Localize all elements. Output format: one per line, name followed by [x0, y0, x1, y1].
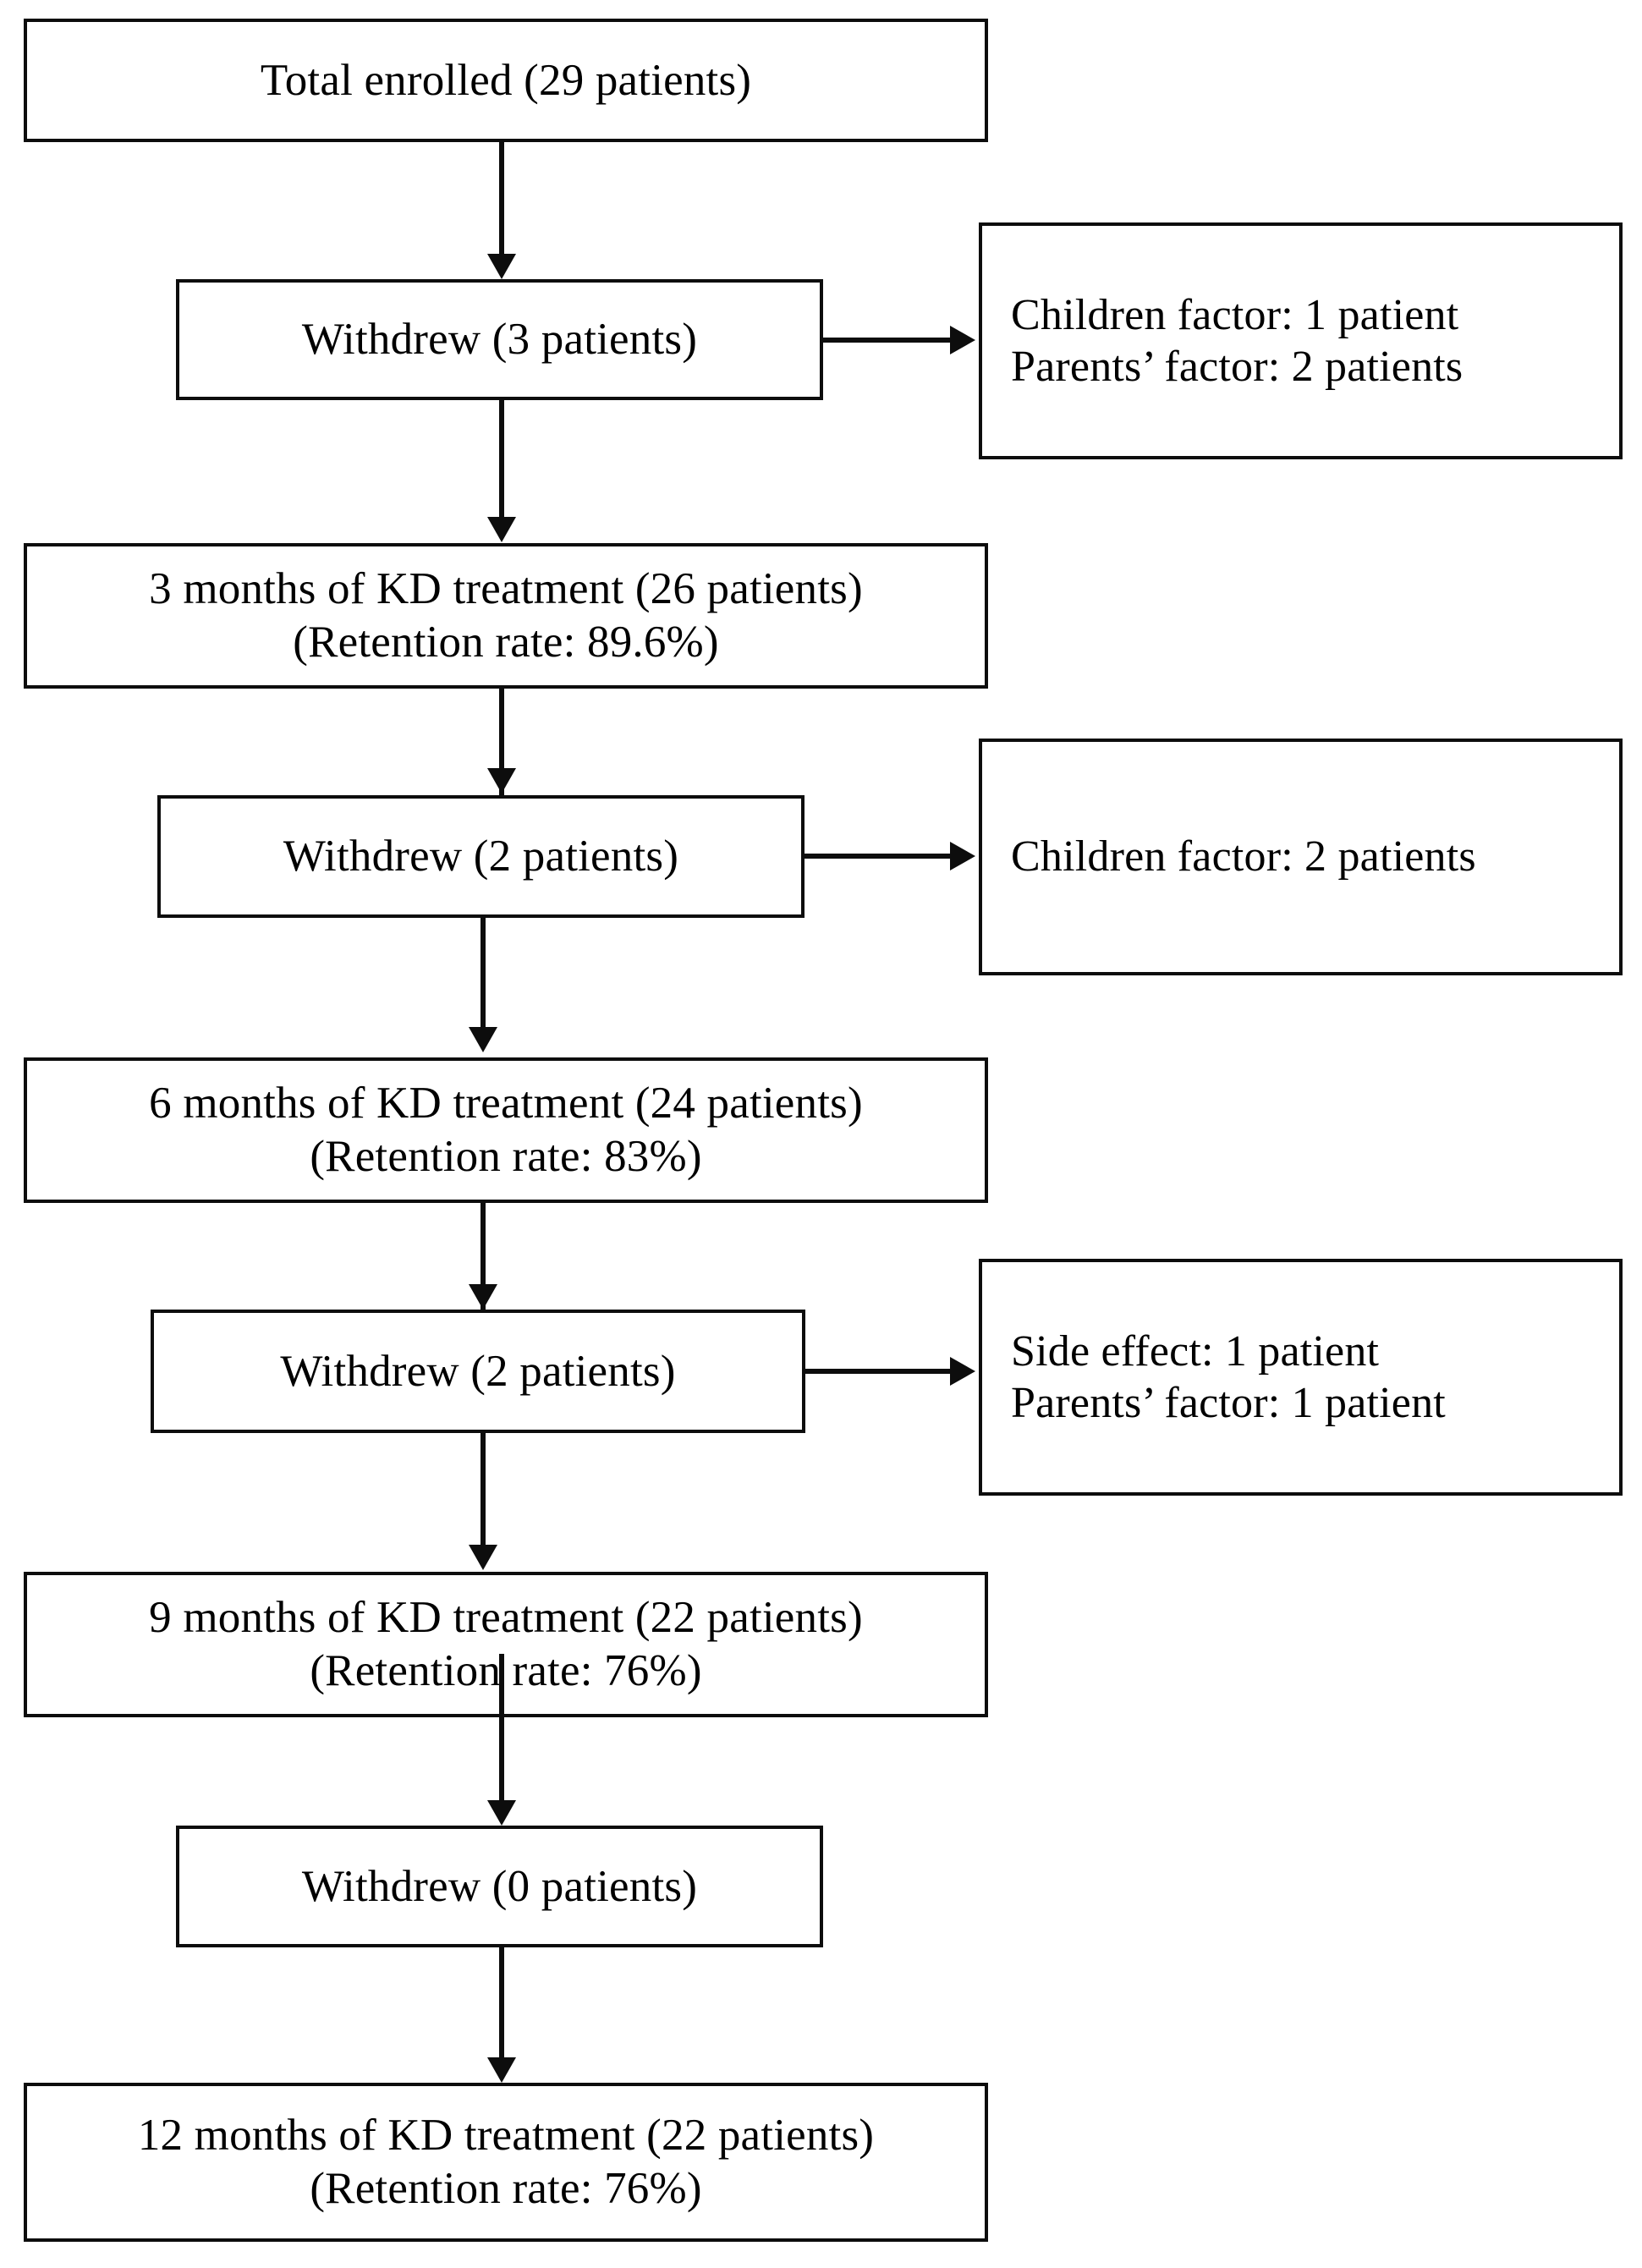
node-reasons-3-line2: Parents’ factor: 1 patient: [1011, 1379, 1446, 1427]
node-stage-3-months: 3 months of KD treatment (26 patients) (…: [24, 543, 988, 689]
node-reasons-1-line1: Children factor: 1 patient: [1011, 290, 1459, 339]
node-reasons-3: Side effect: 1 patient Parents’ factor: …: [979, 1259, 1623, 1496]
arrowhead-stage9mo-to-withdrew4: [487, 1800, 516, 1826]
arrowhead-enrolled-to-withdrew1: [487, 254, 516, 279]
connector-withdrew4-to-stage12mo: [499, 1947, 504, 2061]
node-reasons-3-line1: Side effect: 1 patient: [1011, 1326, 1380, 1376]
node-reasons-2-line1: Children factor: 2 patients: [1011, 832, 1476, 881]
connector-stage3mo-to-withdrew2: [499, 689, 504, 797]
node-stage-9-months-line2: (Retention rate: 76%): [310, 1646, 702, 1695]
node-stage-3-months-line1: 3 months of KD treatment (26 patients): [149, 564, 863, 614]
node-stage-12-months-line1: 12 months of KD treatment (22 patients): [137, 2111, 875, 2161]
connector-withdrew2-to-reasons2: [805, 854, 952, 859]
node-withdrew-4: Withdrew (0 patients): [176, 1826, 823, 1947]
arrowhead-withdrew2-to-reasons2: [950, 842, 975, 870]
connector-withdrew2-to-stage6mo: [481, 918, 486, 1031]
arrowhead-withdrew3-to-reasons3: [950, 1357, 975, 1386]
arrowhead-stage3mo-to-withdrew2: [487, 768, 516, 794]
arrowhead-withdrew3-to-stage9mo: [469, 1545, 497, 1570]
node-stage-6-months: 6 months of KD treatment (24 patients) (…: [24, 1057, 988, 1203]
arrowhead-withdrew1-to-stage3mo: [487, 517, 516, 542]
node-reasons-1: Children factor: 1 patient Parents’ fact…: [979, 222, 1623, 459]
connector-withdrew3-to-reasons3: [805, 1369, 952, 1374]
node-withdrew-2: Withdrew (2 patients): [157, 795, 805, 918]
node-withdrew-4-line1: Withdrew (0 patients): [301, 1861, 698, 1911]
node-stage-3-months-line2: (Retention rate: 89.6%): [293, 618, 719, 667]
node-stage-6-months-line1: 6 months of KD treatment (24 patients): [149, 1079, 863, 1129]
connector-withdrew3-to-stage9mo: [481, 1433, 486, 1548]
node-reasons-1-line2: Parents’ factor: 2 patients: [1011, 343, 1464, 391]
node-withdrew-2-line1: Withdrew (2 patients): [283, 832, 679, 881]
arrowhead-withdrew4-to-stage12mo: [487, 2057, 516, 2083]
node-withdrew-1-line1: Withdrew (3 patients): [301, 315, 698, 365]
arrowhead-withdrew1-to-reasons1: [950, 326, 975, 354]
node-withdrew-1: Withdrew (3 patients): [176, 279, 823, 400]
node-stage-9-months-line1: 9 months of KD treatment (22 patients): [149, 1593, 863, 1643]
node-withdrew-3-line1: Withdrew (2 patients): [280, 1346, 676, 1396]
node-total-enrolled-line1: Total enrolled (29 patients): [260, 55, 752, 105]
connector-stage9mo-to-withdrew4: [499, 1654, 504, 1808]
node-stage-9-months: 9 months of KD treatment (22 patients) (…: [24, 1572, 988, 1717]
node-withdrew-3: Withdrew (2 patients): [151, 1310, 805, 1433]
arrowhead-withdrew2-to-stage6mo: [469, 1027, 497, 1052]
node-stage-6-months-line2: (Retention rate: 83%): [310, 1132, 702, 1181]
arrowhead-stage6mo-to-withdrew3: [469, 1284, 497, 1310]
connector-withdrew1-to-reasons1: [823, 338, 952, 343]
node-reasons-2: Children factor: 2 patients: [979, 739, 1623, 975]
node-stage-12-months-line2: (Retention rate: 76%): [310, 2164, 702, 2213]
connector-stage6mo-to-withdrew3: [481, 1203, 486, 1311]
connector-enrolled-to-withdrew1: [499, 142, 504, 259]
node-total-enrolled: Total enrolled (29 patients): [24, 19, 988, 142]
node-stage-12-months: 12 months of KD treatment (22 patients) …: [24, 2083, 988, 2242]
connector-withdrew1-to-stage3mo: [499, 400, 504, 521]
